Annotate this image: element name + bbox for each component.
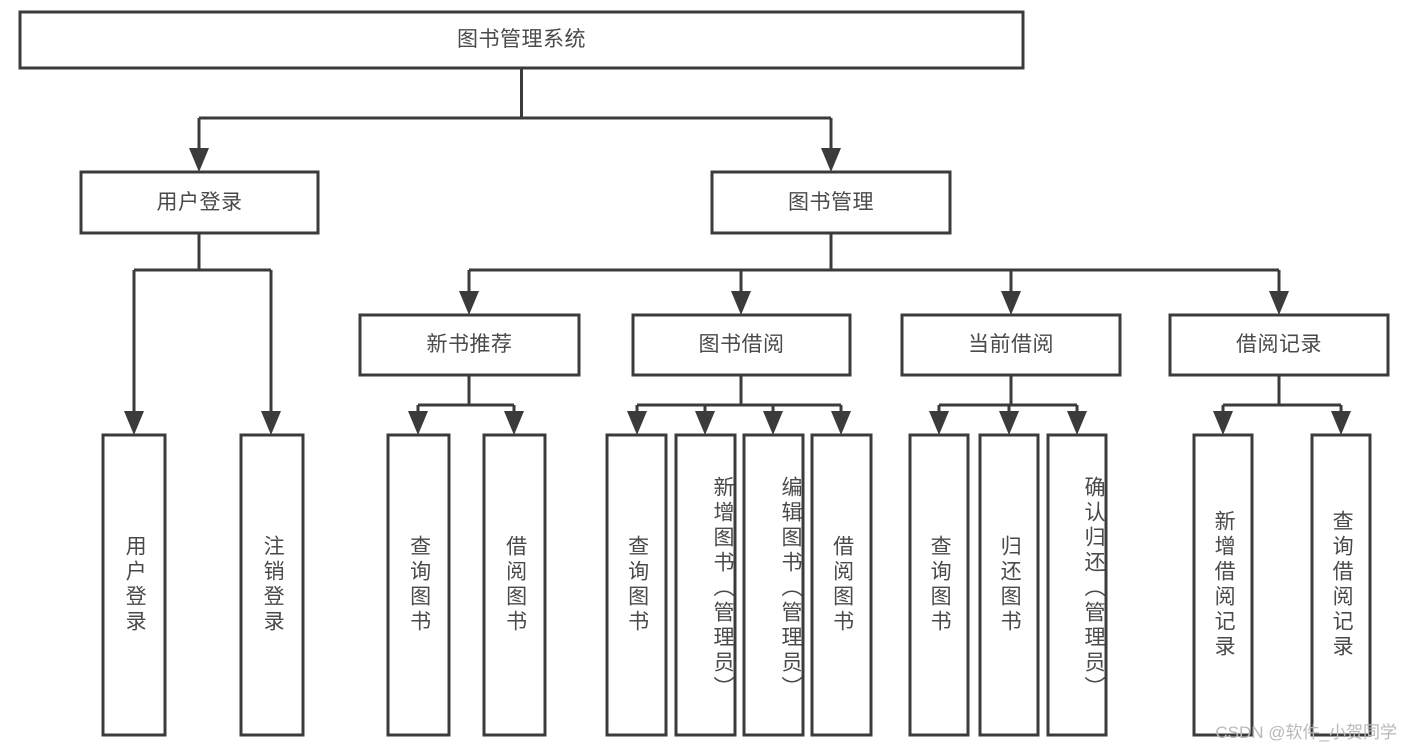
node-box-leaf-add-record[interactable] xyxy=(1192,433,1254,737)
arrow-leaf-logout xyxy=(261,411,281,435)
node-box-leaf-return-book[interactable] xyxy=(978,433,1040,737)
node-box-newbook[interactable] xyxy=(358,313,581,377)
arrow-to-records xyxy=(1269,291,1289,315)
node-box-current[interactable] xyxy=(900,313,1122,377)
node-box-root[interactable] xyxy=(18,10,1025,70)
arrow-leaf-add-record xyxy=(1213,411,1233,435)
arrow-to-newbook xyxy=(459,291,479,315)
node-box-leaf-edit-book[interactable] xyxy=(742,433,805,737)
node-box-borrow[interactable] xyxy=(631,313,852,377)
node-box-leaf-user-login[interactable] xyxy=(101,433,167,737)
arrow-to-borrow xyxy=(731,291,751,315)
arrow-leaf-query-book-2 xyxy=(627,411,647,435)
arrow-leaf-query-record xyxy=(1331,411,1351,435)
node-box-leaf-confirm-return[interactable] xyxy=(1046,433,1108,737)
node-box-records[interactable] xyxy=(1168,313,1390,377)
node-box-leaf-query-book-3[interactable] xyxy=(908,433,970,737)
arrow-leaf-add-book xyxy=(695,411,715,435)
arrow-leaf-query-book-1 xyxy=(408,411,428,435)
arrow-to-login xyxy=(189,148,209,172)
node-box-leaf-borrow-book-1[interactable] xyxy=(482,433,547,737)
node-box-leaf-borrow-book-2[interactable] xyxy=(810,433,873,737)
arrow-to-bookmgmt xyxy=(821,148,841,172)
arrow-leaf-borrow-book-1 xyxy=(504,411,524,435)
node-box-bookmgmt[interactable] xyxy=(710,170,952,235)
arrow-leaf-confirm-return xyxy=(1067,411,1087,435)
node-box-leaf-add-book[interactable] xyxy=(674,433,737,737)
arrow-leaf-user-login xyxy=(124,411,144,435)
node-box-login[interactable] xyxy=(79,170,320,235)
node-box-leaf-query-record[interactable] xyxy=(1310,433,1372,737)
connectors xyxy=(124,68,1351,435)
arrow-leaf-return-book xyxy=(999,411,1019,435)
node-box-leaf-query-book-1[interactable] xyxy=(386,433,451,737)
arrow-to-current xyxy=(1001,291,1021,315)
arrow-leaf-query-book-3 xyxy=(929,411,949,435)
node-box-leaf-query-book-2[interactable] xyxy=(605,433,668,737)
arrow-leaf-edit-book xyxy=(763,411,783,435)
arrow-leaf-borrow-book-2 xyxy=(831,411,851,435)
node-boxes xyxy=(18,10,1390,737)
watermark: CSDN @软件_小贺同学 xyxy=(1215,723,1397,742)
node-box-leaf-logout[interactable] xyxy=(239,433,305,737)
